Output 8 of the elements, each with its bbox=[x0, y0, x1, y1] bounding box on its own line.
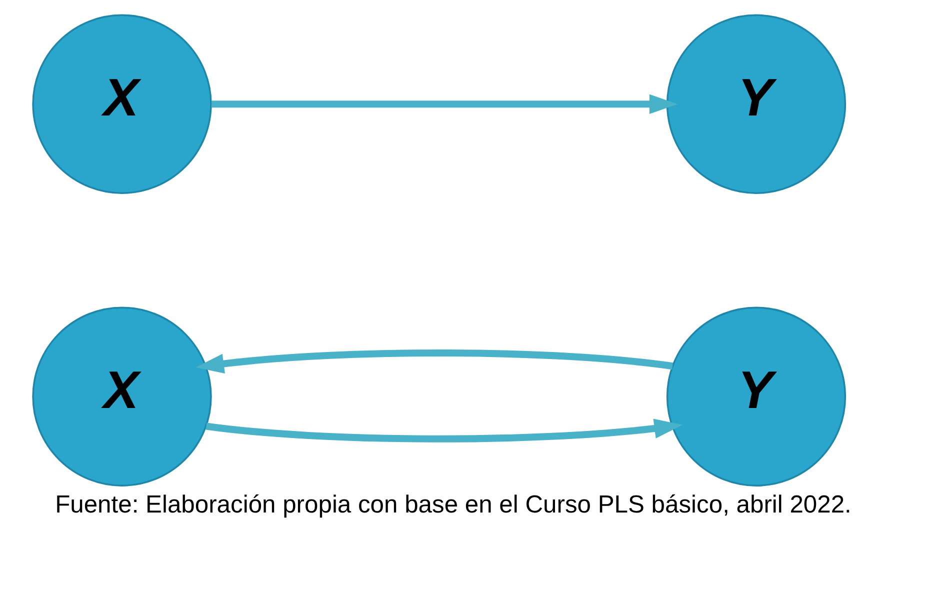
arrow bbox=[195, 350, 672, 374]
node-circle: Y bbox=[666, 14, 846, 194]
arrow bbox=[205, 418, 682, 442]
node-circle: X bbox=[32, 306, 212, 486]
node-circle: Y bbox=[666, 306, 846, 486]
caption: Fuente: Elaboración propia con base en el Curso PLS básico, abril 2022. bbox=[54, 491, 851, 518]
arrow bbox=[210, 94, 678, 114]
node-circle: X bbox=[32, 14, 212, 194]
